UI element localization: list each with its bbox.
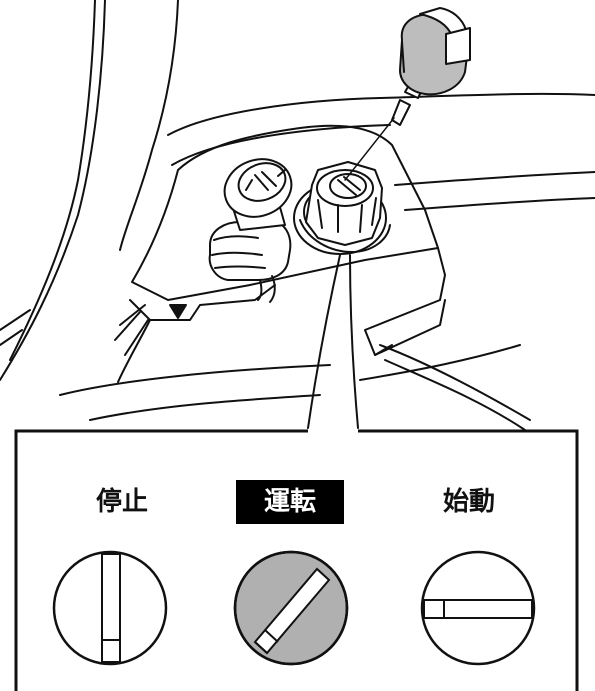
linkage (59, 284, 531, 431)
run-position-dial (233, 550, 349, 666)
callout-leader (307, 254, 359, 429)
body-panel (167, 92, 595, 211)
machine-frame (0, 0, 179, 381)
start-position-dial (420, 550, 536, 666)
plate-lower-bracket (364, 247, 446, 356)
key (344, 7, 471, 181)
choke-knob (208, 158, 293, 303)
mounting-plate (131, 124, 439, 301)
key-switch-socket (293, 161, 391, 255)
stop-position-dial (52, 550, 168, 666)
start-label: 始動 (442, 487, 495, 517)
run-label: 運転 (236, 480, 344, 524)
stop-label: 停止 (95, 487, 148, 517)
callout-box (14, 429, 579, 691)
